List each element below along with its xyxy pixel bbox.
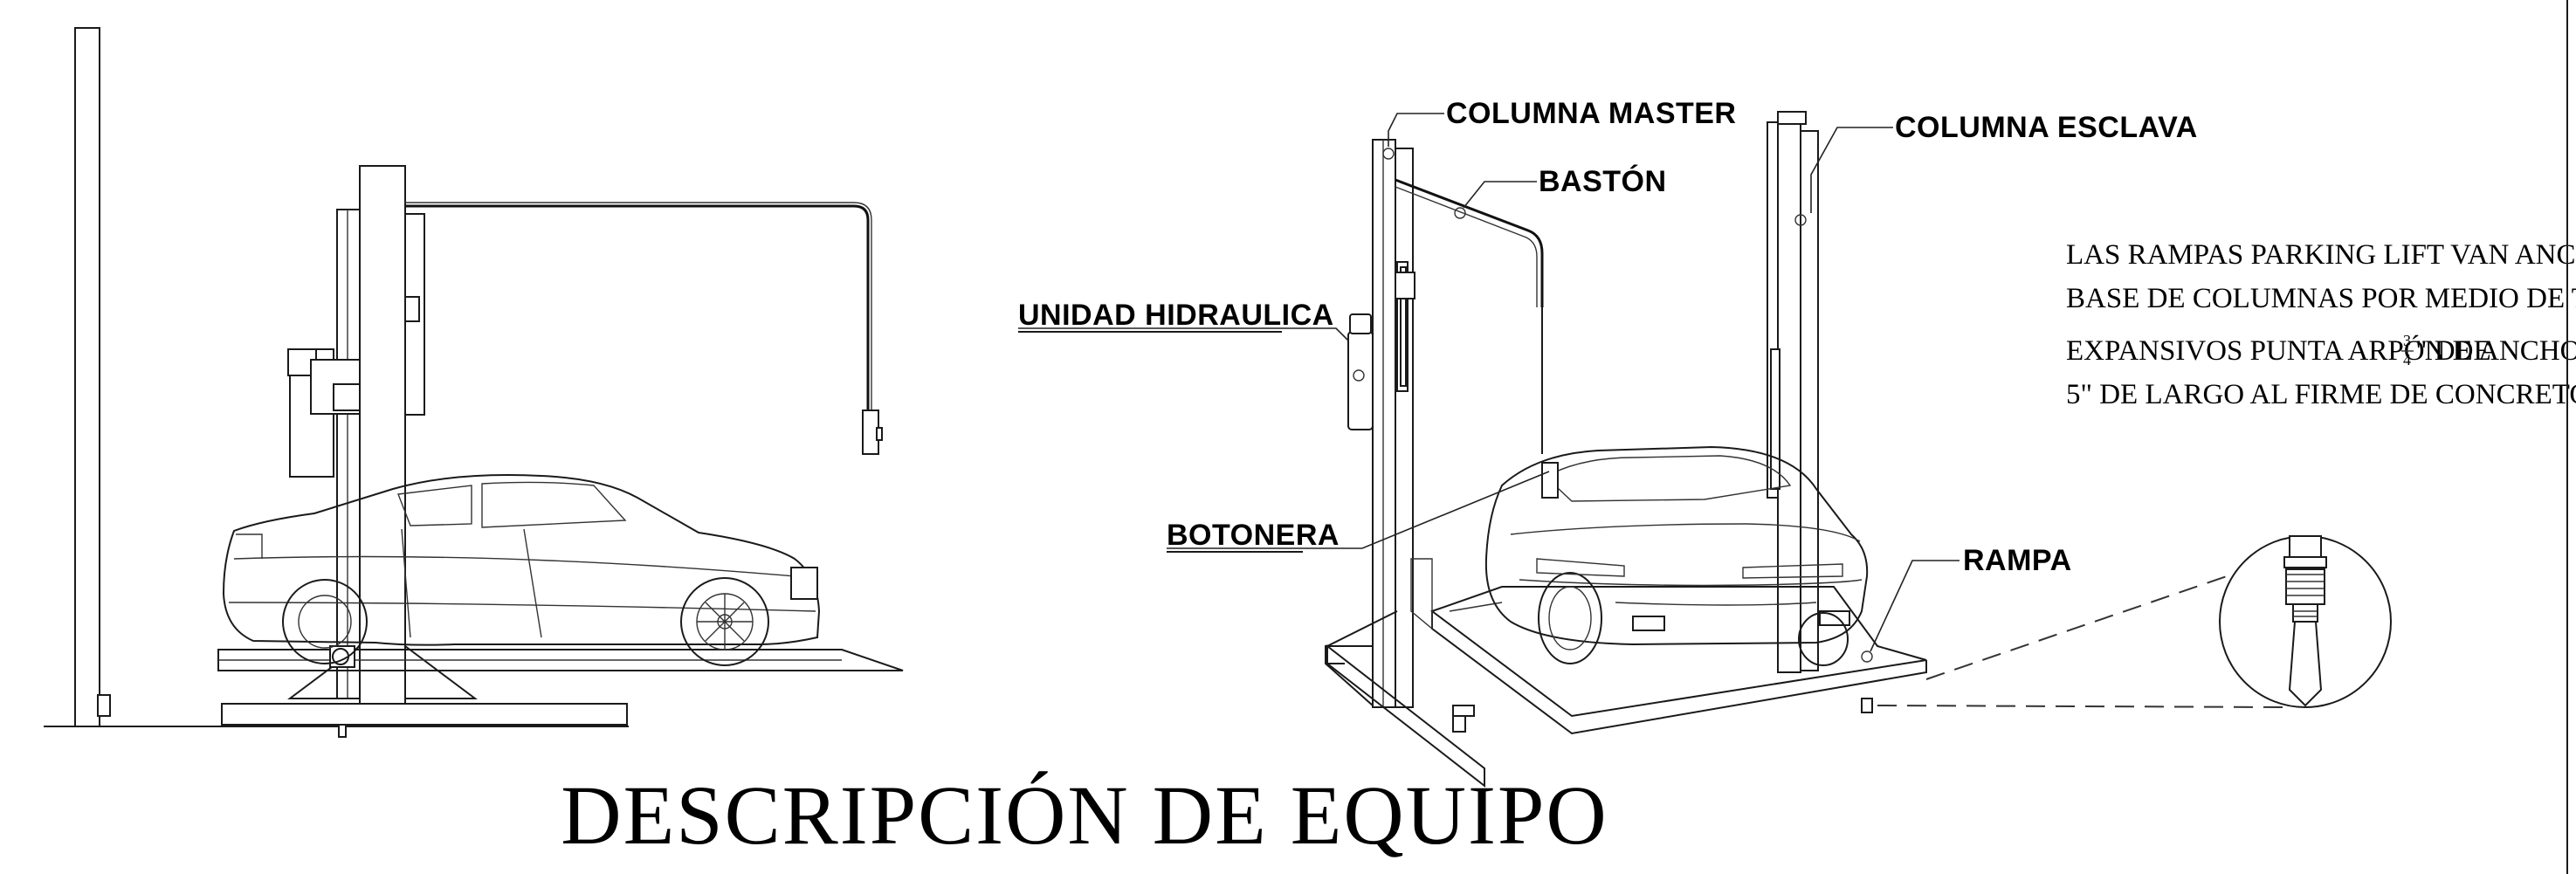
anchor-bolt-detail (2219, 535, 2392, 708)
wall-post (74, 27, 100, 727)
label-unidad-hidraulica: UNIDAD HIDRAULICA (1018, 299, 1334, 332)
side-base (221, 703, 628, 726)
label-rampa: RAMPA (1963, 544, 2072, 577)
note-line-3-start: EXPANSIVOS PUNTA ARPÓN DE (2066, 334, 2491, 367)
front-car (1484, 445, 1869, 666)
page-title: DESCRIPCIÓN DE EQUIPO (561, 768, 1608, 862)
detail-leader-top (1925, 575, 2228, 680)
slave-column (1777, 113, 1801, 673)
side-baston (405, 204, 870, 415)
side-view-lift (44, 27, 904, 738)
label-columna-esclava: COLUMNA ESCLAVA (1895, 111, 2198, 144)
label-baston: BASTÓN (1539, 165, 1667, 198)
label-columna-master: COLUMNA MASTER (1446, 97, 1737, 130)
side-column (359, 165, 406, 727)
perspective-view-lift (1325, 111, 2392, 788)
side-runway (217, 649, 904, 671)
note-line-3-end: " DE ANCHO, POR (2415, 335, 2576, 367)
note-line-3: EXPANSIVOS PUNTA ARPÓN DE (2066, 334, 2491, 367)
note-line-2: BASE DE COLUMNAS POR MEDIO DE TAQUETES (2066, 283, 2576, 314)
side-car (222, 474, 821, 666)
installation-note: LAS RAMPAS PARKING LIFT VAN ANCLADAS EN … (2066, 239, 2576, 410)
label-botonera: BOTONERA (1167, 519, 1340, 552)
ramp-platform (1429, 586, 1927, 718)
note-fraction-den: 4 (2403, 351, 2411, 368)
note-line-1: LAS RAMPAS PARKING LIFT VAN ANCLADAS EN … (2066, 239, 2576, 271)
note-line-4: 5" DE LARGO AL FIRME DE CONCRETO. (2066, 379, 2576, 410)
detail-leader-bottom (1877, 705, 2289, 708)
labels: COLUMNA MASTER BASTÓN COLUMNA ESCLAVA UN… (1018, 97, 2198, 652)
note-fraction-num: 3 (2403, 332, 2411, 349)
baston-arm (1395, 178, 1544, 307)
